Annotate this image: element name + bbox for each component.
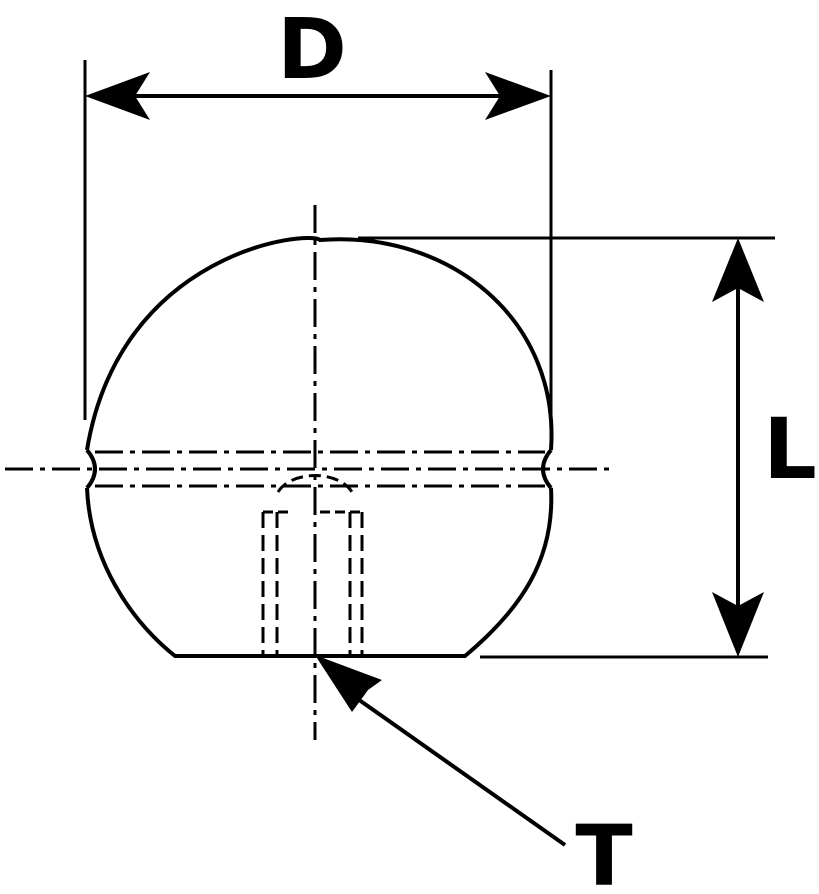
drill-point-hidden [276,474,354,493]
groove-left [85,448,97,490]
d-arrow-right [485,72,551,120]
l-arrow-top [712,238,764,302]
ball-upper-outline [85,235,554,451]
t-leader-line [343,688,567,847]
ball-lower-outline [85,487,554,658]
label-l: L [763,400,817,498]
t-leader-arrow [315,655,382,712]
l-arrow-bottom [712,592,764,657]
label-d: D [277,0,347,98]
groove-right [541,448,553,490]
d-arrow-left [85,72,150,120]
label-t: T [575,807,632,894]
